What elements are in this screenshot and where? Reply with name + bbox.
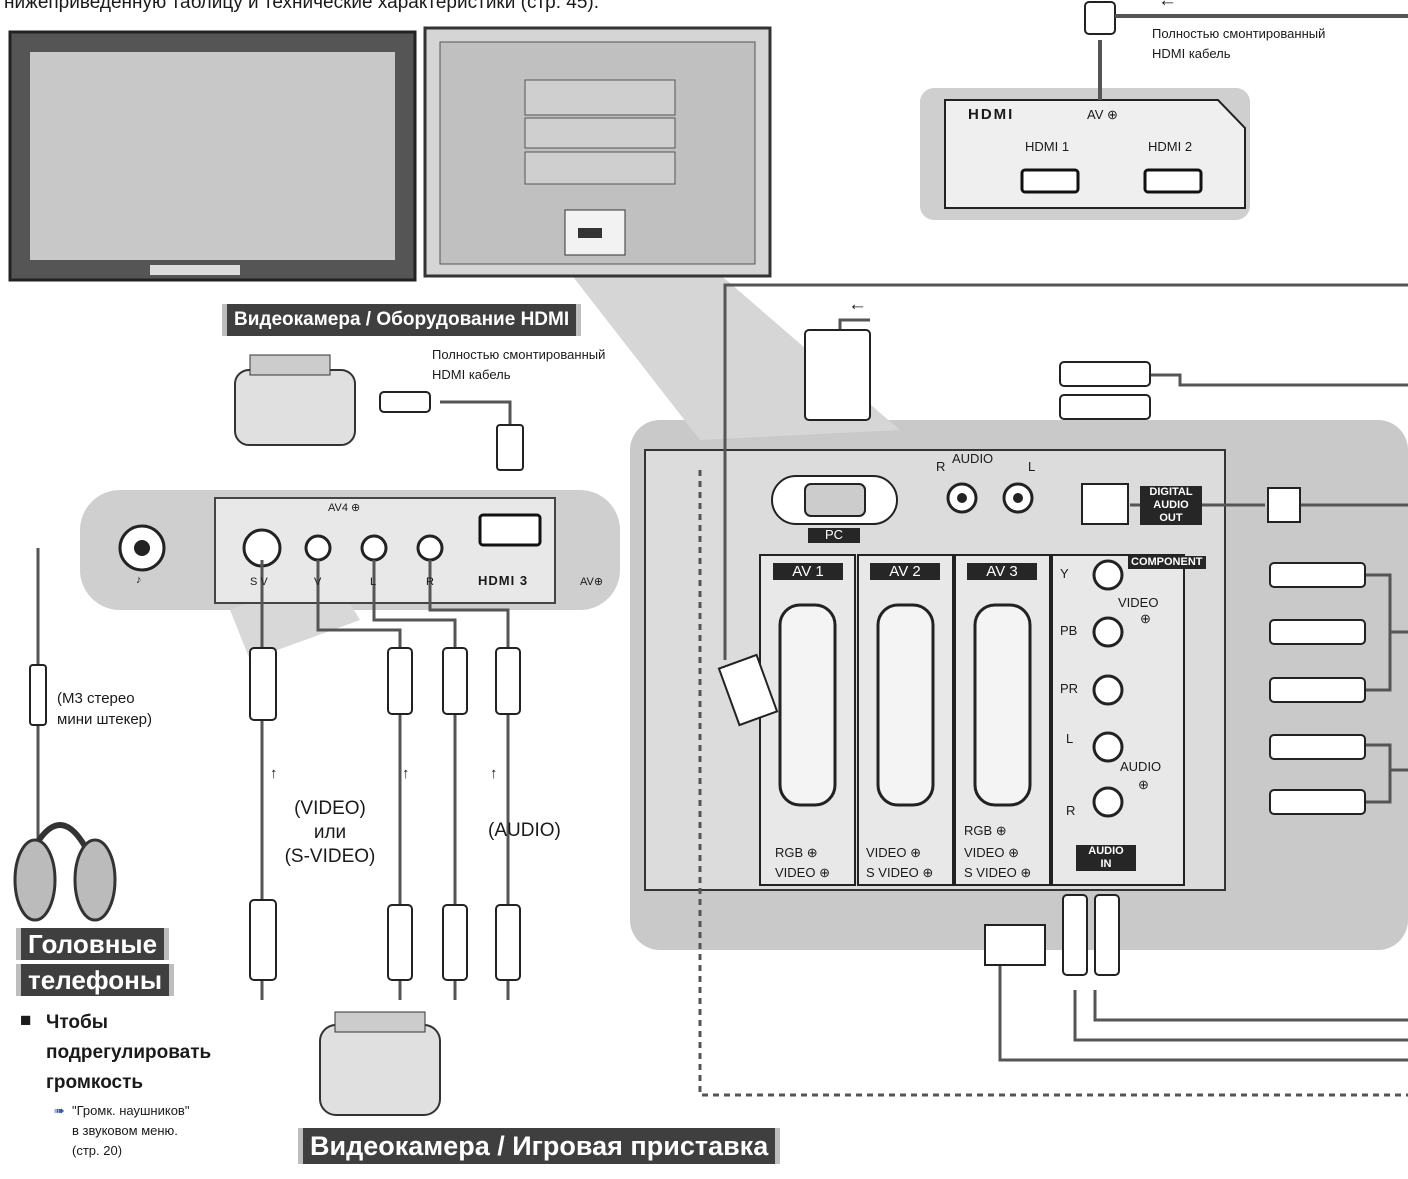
note-arrow-icon: ➠	[54, 1104, 65, 1119]
digital-audio-label: AUDIO	[1140, 499, 1202, 512]
note-line1: "Громк. наушников"	[72, 1104, 189, 1119]
headphone-jack-mark: ♪	[136, 574, 142, 587]
av3-svideo-label: S VIDEO ⊕	[964, 866, 1031, 881]
video-label: (VIDEO)	[272, 798, 388, 820]
mini-plug-line2: мини штекер)	[57, 711, 152, 728]
mini-plug-line1: (M3 стерео	[57, 690, 135, 707]
hdmi-port2-label: HDMI 2	[1148, 140, 1192, 155]
svideo-label: (S-VIDEO)	[272, 846, 388, 868]
audio-in-mark: ⊕	[1138, 778, 1149, 793]
hdmi3-av-label: AV⊕	[580, 576, 603, 589]
component-label: COMPONENT	[1128, 556, 1206, 569]
av1-video-label: VIDEO ⊕	[775, 866, 830, 881]
av2-label: AV 2	[870, 563, 940, 580]
sv-port-label: S V	[250, 576, 268, 589]
hdmi-cable-note-line1: Полностью смонтированный	[1152, 27, 1325, 42]
top-arrow-left: ←	[1158, 0, 1177, 12]
digital-label: DIGITAL	[1140, 486, 1202, 499]
pc-label: PC	[808, 528, 860, 543]
headphones-title-line1: Головные	[16, 928, 169, 960]
up-arrow-audio-l: ↑	[402, 765, 410, 782]
audio-top-label: AUDIO	[952, 452, 993, 467]
hdmi-top-cable	[1085, 2, 1408, 100]
pc-arrow-left: ←	[848, 294, 867, 316]
comp-in-mark: ⊕	[1140, 612, 1151, 627]
intro-text-fragment: нижеприведенную таблицу и технические ха…	[4, 0, 599, 14]
camera-hdmi-banner: Видеокамера / Оборудование HDMI	[222, 304, 581, 336]
audio-l-label: L	[1028, 460, 1035, 475]
adjust-line3: громкость	[46, 1072, 143, 1094]
up-arrow-audio-r: ↑	[490, 765, 498, 782]
headphones-title-line2: телефоны	[16, 964, 174, 996]
audio-in-l-label: L	[1066, 732, 1073, 747]
audio-in-tag-line1: AUDIO	[1076, 845, 1136, 858]
note-line3: (стр. 20)	[72, 1144, 122, 1159]
av2-video-label: VIDEO ⊕	[866, 846, 921, 861]
up-arrow-video: ↑	[270, 765, 278, 782]
comp-video-label: VIDEO	[1118, 596, 1158, 611]
digital-out-label: OUT	[1140, 512, 1202, 525]
hdmi-av-label: AV ⊕	[1087, 108, 1118, 123]
headphones	[15, 825, 115, 920]
tv-front	[10, 32, 415, 280]
av3-video-label: VIDEO ⊕	[964, 846, 1019, 861]
note-line2: в звуковом меню.	[72, 1124, 178, 1139]
r-port-label: R	[426, 576, 434, 589]
audio-label: (AUDIO)	[488, 820, 561, 842]
tv-rear	[425, 28, 770, 276]
audio-r-label: R	[936, 460, 945, 475]
pb-label: PB	[1060, 624, 1077, 639]
v-port-label: V	[314, 576, 321, 589]
av4-label: AV4 ⊕	[328, 502, 360, 515]
hdmi3-label: HDMI 3	[478, 574, 528, 589]
camera-cable-note-line2: HDMI кабель	[432, 368, 511, 383]
audio-in-r-label: R	[1066, 804, 1075, 819]
av3-label: AV 3	[967, 563, 1037, 580]
bottom-banner: Видеокамера / Игровая приставка	[298, 1128, 780, 1164]
av3-rgb-label: RGB ⊕	[964, 824, 1007, 839]
av2-svideo-label: S VIDEO ⊕	[866, 866, 933, 881]
hdmi-logo: HDMI	[968, 106, 1014, 123]
l-port-label: L	[370, 576, 376, 589]
audio-in-label: AUDIO	[1120, 760, 1161, 775]
y-label: Y	[1060, 567, 1069, 582]
av1-rgb-label: RGB ⊕	[775, 846, 818, 861]
pr-label: PR	[1060, 682, 1078, 697]
av1-label: AV 1	[773, 563, 843, 580]
camera-cable-note-line1: Полностью смонтированный	[432, 348, 605, 363]
audio-in-tag-line2: IN	[1076, 858, 1136, 871]
adjust-line2: подрегулировать	[46, 1042, 211, 1064]
bullet-mark: ■	[20, 1010, 31, 1032]
camcorder-bottom	[320, 1012, 440, 1115]
hdmi-port1-label: HDMI 1	[1025, 140, 1069, 155]
adjust-line1: Чтобы	[46, 1012, 108, 1034]
or-label: или	[272, 822, 388, 844]
hdmi-cable-note-line2: HDMI кабель	[1152, 47, 1231, 62]
